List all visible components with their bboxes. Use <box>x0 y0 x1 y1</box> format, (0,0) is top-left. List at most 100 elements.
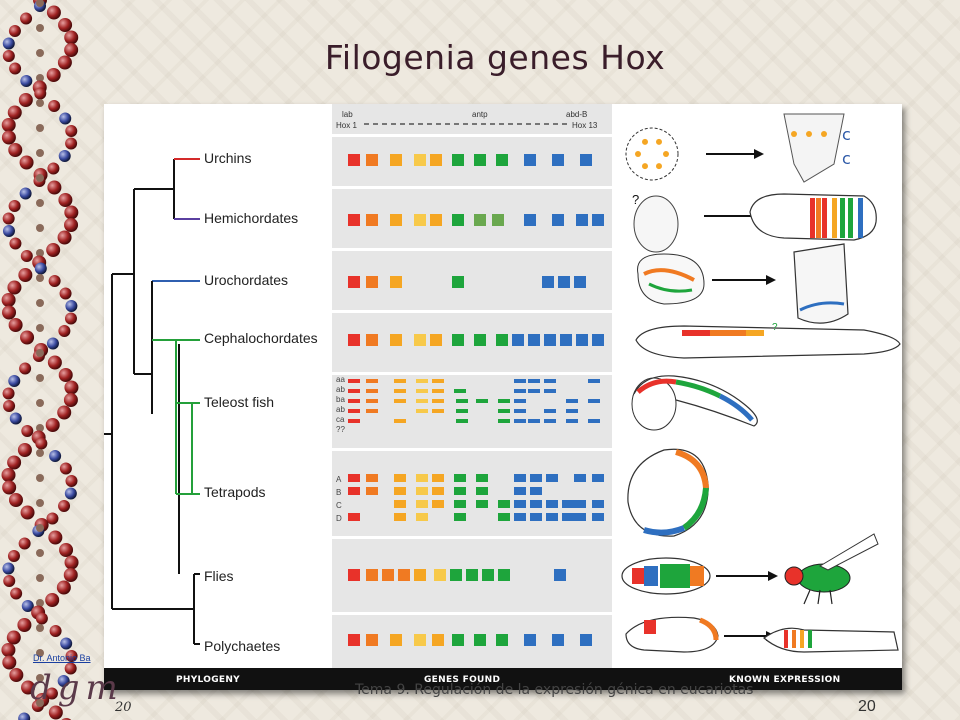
amphioxus-drawing <box>635 325 901 359</box>
panel-separator <box>332 134 612 137</box>
author-link[interactable]: Dr. Antonio Ba <box>33 653 91 663</box>
dna-atom <box>1 130 16 145</box>
gene-box <box>348 569 360 581</box>
dna-atom <box>21 680 36 695</box>
dna-atom <box>36 574 44 582</box>
dna-atom <box>36 249 44 257</box>
gene-box <box>496 334 508 346</box>
dna-atom <box>20 12 33 25</box>
gene-boxes <box>348 154 604 646</box>
fly-leg-drawing <box>803 589 811 605</box>
dna-atom <box>36 99 44 107</box>
gene-box <box>390 214 402 226</box>
panel-separator <box>332 186 612 189</box>
c-mark: c <box>842 149 851 168</box>
expression-band <box>746 330 764 336</box>
dna-atom <box>2 562 15 575</box>
panel-separator <box>332 372 612 375</box>
gene-box <box>456 399 468 403</box>
dna-atom <box>8 493 23 507</box>
gene-box <box>366 154 378 166</box>
dna-atom <box>57 230 72 245</box>
dna-atom <box>48 275 61 287</box>
fly-wing-drawing <box>818 533 879 571</box>
gene-box <box>574 474 586 482</box>
gene-box <box>366 487 378 495</box>
mouse-embryo-drawing <box>627 448 709 537</box>
gene-box <box>416 500 428 508</box>
gene-box <box>450 569 462 581</box>
dna-atom <box>65 300 78 312</box>
dna-atom <box>9 412 22 425</box>
dna-atom <box>36 24 44 32</box>
gene-box <box>528 419 540 423</box>
gene-box <box>498 399 510 403</box>
gene-header-hox13: Hox 13 <box>572 121 598 130</box>
gene-box <box>348 276 360 288</box>
legend-known-expression: KNOWN EXPRESSION <box>729 675 840 685</box>
gene-box <box>576 214 588 226</box>
gene-box <box>466 569 478 581</box>
gene-box <box>366 634 378 646</box>
expression-spot <box>791 131 797 137</box>
gene-box <box>592 474 604 482</box>
gene-box <box>524 214 536 226</box>
gene-box <box>498 513 510 521</box>
gene-box <box>394 500 406 508</box>
dna-atom <box>36 149 44 157</box>
urchin-larva-drawing <box>625 127 679 181</box>
gene-box <box>566 399 578 403</box>
dna-atom <box>36 524 44 532</box>
gene-box <box>416 379 428 383</box>
panel-separator <box>332 536 612 539</box>
dna-atom <box>8 143 23 157</box>
dna-atom <box>2 655 17 670</box>
gene-box <box>546 500 558 508</box>
taxon-cephalochordates: Cephalochordates <box>204 330 318 346</box>
dna-atom <box>36 174 44 182</box>
dna-atom <box>47 180 62 195</box>
gene-box <box>552 214 564 226</box>
gene-box <box>528 389 540 393</box>
taxon-hemichordates: Hemichordates <box>204 210 299 226</box>
dna-atom <box>36 49 44 57</box>
dna-atom <box>58 325 71 337</box>
dna-atom <box>18 93 33 107</box>
gene-box <box>348 334 360 346</box>
dna-atom <box>34 87 47 100</box>
dna-atom <box>65 650 78 662</box>
dna-atom <box>57 55 72 70</box>
gene-box <box>414 334 426 346</box>
expression-spot <box>642 138 648 145</box>
dna-atom <box>48 100 61 112</box>
expression-band <box>644 620 656 634</box>
expression-band <box>636 378 677 394</box>
panel-separators <box>332 134 612 615</box>
fish-row-tag: ca <box>336 415 345 424</box>
expression-band <box>810 198 815 238</box>
dna-atom <box>36 474 44 482</box>
gene-box <box>544 334 556 346</box>
dna-atom <box>64 662 77 675</box>
fish-row-tag: aa <box>336 375 345 384</box>
dna-atom <box>1 468 16 482</box>
figure-canvas: lab Hox 1 antp abd-B Hox 13 aaabbaabca??… <box>104 104 902 690</box>
gene-box <box>524 634 536 646</box>
dna-atom <box>45 593 60 607</box>
gene-box <box>482 569 494 581</box>
gene-box <box>394 474 406 482</box>
dna-atom <box>64 555 79 570</box>
dna-decoration <box>1 0 79 720</box>
gene-box <box>394 419 406 423</box>
gene-box <box>552 634 564 646</box>
gene-box <box>546 513 558 521</box>
gene-box <box>366 214 378 226</box>
gene-box <box>592 214 604 226</box>
gene-box <box>546 474 558 482</box>
dna-atom <box>36 349 44 357</box>
gene-box <box>454 474 466 482</box>
dna-atom <box>59 543 74 557</box>
gene-box <box>394 389 406 393</box>
dna-atom <box>36 499 44 507</box>
gene-box <box>474 334 486 346</box>
